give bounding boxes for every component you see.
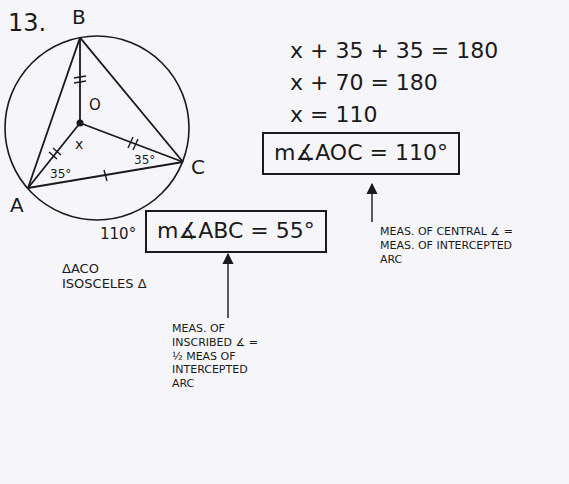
- equation: x + 35 + 35 = 180: [290, 38, 498, 63]
- note: ΔACO ISOSCELES Δ: [62, 262, 154, 292]
- note: MEAS. OF CENTRAL ∡ = MEAS. OF INTERCEPTE…: [380, 225, 530, 266]
- point-label: C: [191, 156, 205, 179]
- answer-text: m∡ABC = 55°: [157, 218, 315, 244]
- equation: x = 110: [290, 102, 377, 127]
- triangle-lines: [28, 38, 183, 188]
- angle-measure: 35°: [50, 167, 71, 182]
- problem-number: 13.: [8, 10, 46, 38]
- circle: [5, 36, 189, 220]
- angle-measure: 35°: [134, 153, 155, 168]
- point-label: A: [10, 194, 24, 217]
- center-dot: [77, 120, 84, 127]
- note: MEAS. OF INSCRIBED ∡ = ½ MEAS OF INTERCE…: [172, 322, 268, 391]
- equation: x + 70 = 180: [290, 70, 438, 95]
- answer-text: m∡AOC = 110°: [274, 140, 448, 166]
- point-label: B: [72, 6, 86, 29]
- answer-box: m∡AOC = 110°: [262, 132, 460, 175]
- point-label: O: [89, 97, 101, 114]
- arc-measure: 110°: [100, 226, 136, 243]
- tick-marks: [49, 76, 138, 181]
- leader-arrows: [228, 184, 372, 318]
- answer-box: m∡ABC = 55°: [145, 210, 327, 253]
- angle-variable: x: [75, 136, 83, 152]
